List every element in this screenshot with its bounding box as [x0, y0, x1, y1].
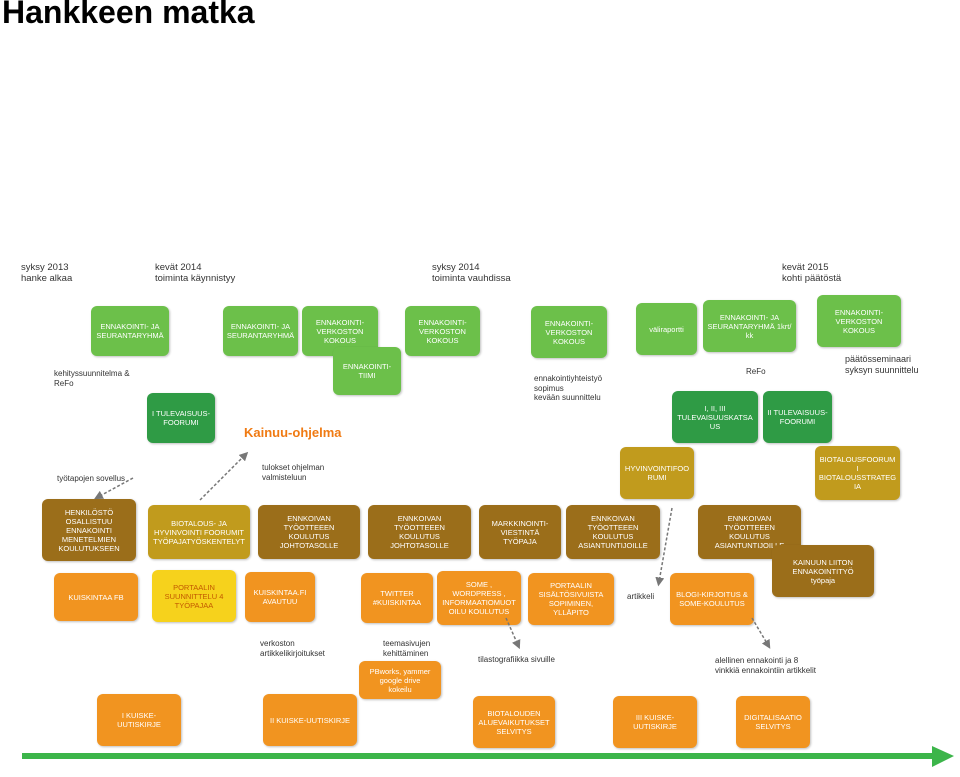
- diagram-box: I, II, III TULEVAISUUSKATSA US: [672, 391, 758, 443]
- diagram-box: BIOTALOUDEN ALUEVAIKUTUKSET SELVITYS: [473, 696, 555, 748]
- period-label: syksy 2014 toiminta vauhdissa: [432, 262, 511, 285]
- diagram-box: PORTAALIN SISÄLTÖSIVUISTA SOPIMINEN, YLL…: [528, 573, 614, 625]
- diagram-box: ENNKOIVAN TYÖOTTEEEN KOULUTUS ASIANTUNTI…: [566, 505, 660, 559]
- diagram-box: BIOTALOUSFOORUM I BIOTALOUSSTRATEG IA: [815, 446, 900, 500]
- dotted-arrow: [199, 451, 249, 501]
- note-text: teemasivujen kehittäminen: [383, 639, 431, 658]
- timeline-arrowhead: [932, 746, 954, 767]
- diagram-box: SOME , WORDPRESS , INFORMAATIOMUOT OILU …: [437, 571, 521, 625]
- note-text: tilastografiikka sivuille: [478, 655, 555, 664]
- period-label: syksy 2013 hanke alkaa: [21, 262, 73, 285]
- timeline-bar: [22, 753, 937, 759]
- diagram-box: I KUISKE- UUTISKIRJE: [97, 694, 181, 746]
- note-text: ennakointiyhteistyö sopimus kevään suunn…: [534, 374, 603, 403]
- note-text: päätösseminaari syksyn suunnittelu: [845, 354, 919, 375]
- note-text: työtapojen sovellus: [57, 474, 126, 483]
- diagram-box: KAINUUN LIITON ENNAKOINTITYÖ työpaja: [772, 545, 874, 597]
- diagram-box: I TULEVAISUUS- FOORUMI: [147, 393, 215, 443]
- note-text: kehityssuunnitelma & ReFo: [54, 369, 130, 388]
- dotted-arrow: [94, 477, 134, 500]
- diagram-box: ENNAKOINTI- JA SEURANTARYHMÄ: [223, 306, 298, 356]
- diagram-box: BLOGI-KIRJOITUS & SOME-KOULUTUS: [670, 573, 754, 625]
- diagram-box: III KUISKE- UUTISKIRJE: [613, 696, 697, 748]
- diagram-box: BIOTALOUS- JA HYVINVOINTI FOORUMIT TYÖPA…: [148, 505, 250, 559]
- diagram-box: ENNAKOINTI- VERKOSTON KOKOUS: [531, 306, 607, 358]
- note-text: ReFo: [746, 367, 766, 376]
- diagram-box: ENNAKOINTI- JA SEURANTARYHMÄ 1krt/ kk: [703, 300, 796, 352]
- diagram-box: MARKKINOINTI- VIESTINTÄ TYÖPAJA: [479, 505, 561, 559]
- note-text: verkoston artikkelikirjoitukset: [260, 639, 325, 658]
- diagram-box: ENNAKOINTI- JA SEURANTARYHMÄ: [91, 306, 169, 356]
- page-title: Hankkeen matka: [2, 0, 255, 30]
- diagram-box: ENNKOIVAN TYÖOTTEEEN KOULUTUS JOHTOTASOL…: [368, 505, 471, 559]
- diagram-box: II TULEVAISUUS- FOORUMI: [763, 391, 832, 443]
- diagram-box: KUISKINTAA.FI AVAUTUU: [245, 572, 315, 622]
- diagram-box: HYVINVOINTIFOO RUMI: [620, 447, 694, 499]
- dotted-arrow: [751, 617, 771, 649]
- program-label: Kainuu-ohjelma: [244, 425, 342, 440]
- dotted-arrow: [655, 507, 673, 587]
- diagram-box: ENNAKOINTI- TIIMI: [333, 347, 401, 395]
- note-text: artikkeli: [627, 592, 655, 601]
- note-text: tulokset ohjelman valmisteluun: [262, 463, 325, 482]
- diagram-box: väliraportti: [636, 303, 697, 355]
- diagram-box: PBworks, yammer google drive kokeilu: [359, 661, 441, 699]
- diagram-box: ENNKOIVAN TYÖOTTEEEN KOULUTUS JOHTOTASOL…: [258, 505, 360, 559]
- diagram-box: ENNAKOINTI- VERKOSTON KOKOUS: [817, 295, 901, 347]
- dotted-arrow: [505, 617, 521, 650]
- period-label: kevät 2014 toiminta käynnistyy: [155, 262, 236, 285]
- diagram-box: PORTAALIN SUUNNITTELU 4 TYÖPAJAA: [152, 570, 236, 622]
- diagram-box: KUISKINTAA FB: [54, 573, 138, 621]
- diagram-box: HENKILÖSTÖ OSALLISTUU ENNAKOINTI MENETEL…: [42, 499, 136, 561]
- diagram-box: ENNAKOINTI- VERKOSTON KOKOUS: [405, 306, 480, 356]
- diagram-box: TWITTER #KUISKINTAA: [361, 573, 433, 623]
- diagram-box: DIGITALISAATIO SELVITYS: [736, 696, 810, 748]
- period-label: kevät 2015 kohti päätöstä: [782, 262, 842, 285]
- diagram-box: II KUISKE-UUTISKIRJE: [263, 694, 357, 746]
- diagram-box: ENNKOIVAN TYÖOTTEEEN KOULUTUS ASIANTUNTI…: [698, 505, 801, 559]
- note-text: alellinen ennakointi ja 8 vinkkiä ennako…: [715, 656, 816, 675]
